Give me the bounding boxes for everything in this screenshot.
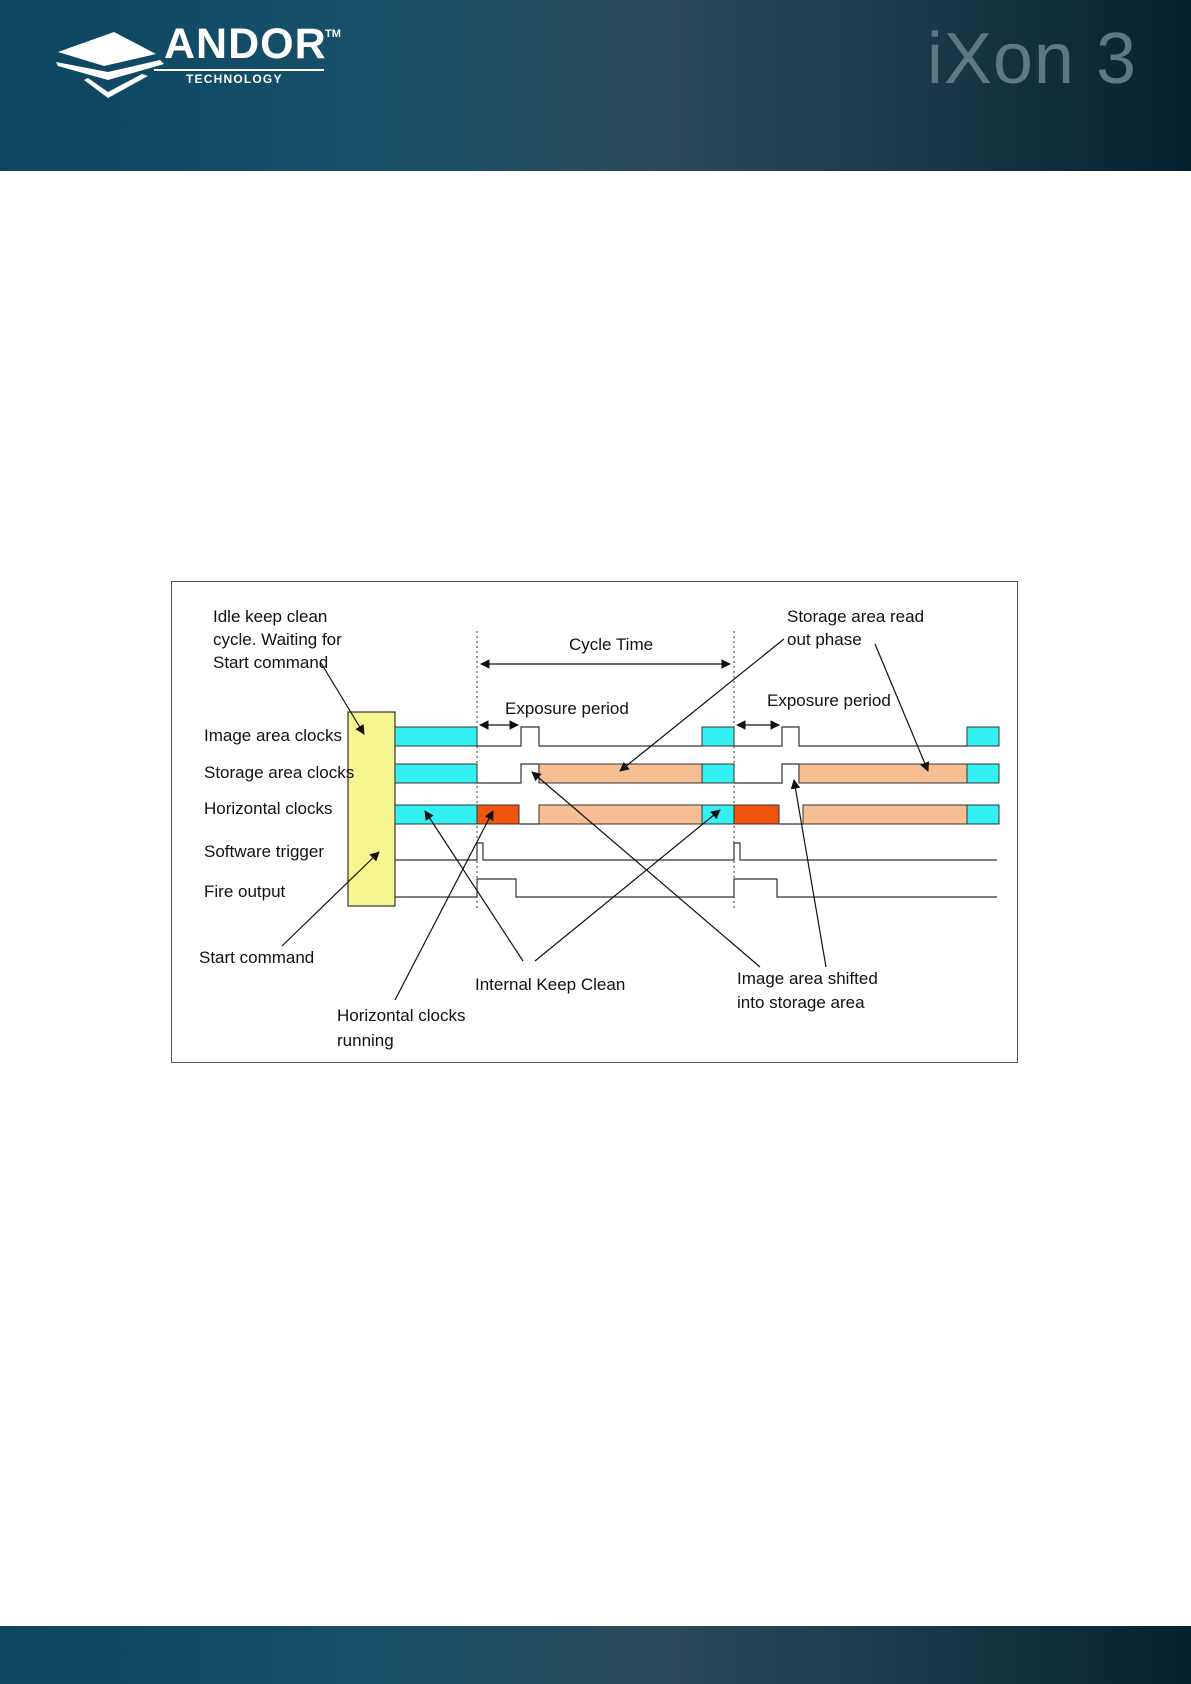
annotation-idle-line3: Start command — [213, 653, 328, 672]
brand-name: ANDOR — [164, 20, 327, 68]
annotation-exposure-2: Exposure period — [767, 691, 891, 710]
product-name: iXon 3 — [926, 19, 1137, 99]
storage-read-leader-arrow-1 — [619, 638, 785, 772]
idle-leader-arrow — [320, 662, 365, 735]
annotation-storage-read-line1: Storage area read — [787, 607, 924, 626]
keep-clean-leader-arrow-1 — [424, 810, 524, 962]
idle-keep-clean-block — [347, 711, 396, 907]
annotation-start-command: Start command — [199, 948, 314, 967]
image-area-clocks-trace — [394, 726, 1000, 747]
label-storage-area-clocks: Storage area clocks — [204, 763, 354, 782]
horizontal-running-leader-arrow — [394, 810, 494, 1001]
trademark-mark: TM — [325, 28, 341, 40]
start-command-leader-arrow — [281, 851, 380, 947]
horizontal-clocks-trace — [394, 804, 1000, 825]
label-image-area-clocks: Image area clocks — [204, 726, 342, 745]
annotation-exposure-1: Exposure period — [505, 699, 629, 718]
header-band — [0, 0, 1191, 171]
annotation-storage-read-line2: out phase — [787, 630, 862, 649]
image-shifted-leader-arrow-1 — [531, 771, 761, 968]
timing-diagram: Image area clocks Storage area clocks Ho… — [199, 607, 1000, 1050]
annotation-image-shifted-line2: into storage area — [737, 993, 865, 1012]
annotation-cycle-time: Cycle Time — [569, 635, 653, 654]
storage-area-clocks-trace — [394, 763, 1000, 784]
annotation-idle-line1: Idle keep clean — [213, 607, 327, 626]
image-shifted-leader-arrow-2 — [790, 779, 827, 968]
label-horizontal-clocks: Horizontal clocks — [204, 799, 333, 818]
annotation-internal-keep-clean: Internal Keep Clean — [475, 975, 625, 994]
brand-subtitle: TECHNOLOGY — [186, 72, 283, 86]
label-software-trigger: Software trigger — [204, 842, 324, 861]
label-fire-output: Fire output — [204, 882, 286, 901]
annotation-horizontal-running-line1: Horizontal clocks — [337, 1006, 466, 1025]
andor-logo-icon — [56, 32, 324, 98]
annotation-horizontal-running-line2: running — [337, 1031, 394, 1050]
footer-band — [0, 1626, 1191, 1684]
keep-clean-leader-arrow-2 — [534, 809, 721, 962]
storage-read-leader-arrow-2 — [874, 643, 930, 772]
annotation-image-shifted-line1: Image area shifted — [737, 969, 878, 988]
fire-output-trace — [395, 878, 997, 898]
annotation-idle-line2: cycle. Waiting for — [213, 630, 342, 649]
software-trigger-trace — [395, 842, 997, 861]
